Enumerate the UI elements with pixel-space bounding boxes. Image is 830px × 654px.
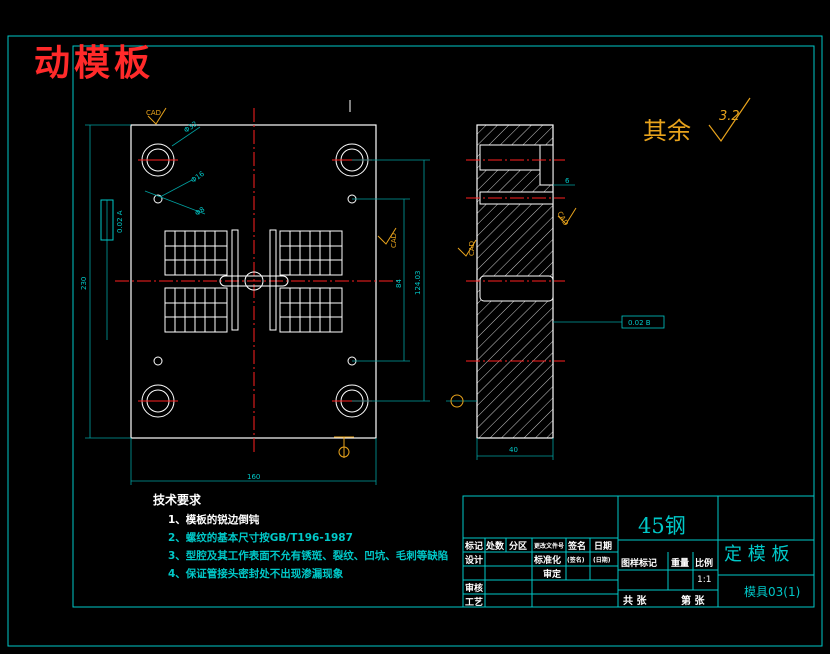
- datum-box-a: [100, 199, 114, 241]
- guide-hole-top-left: [138, 143, 178, 177]
- tech-item: 1、模板的锐边倒钝: [168, 514, 260, 526]
- dim-160: 160: [247, 473, 260, 481]
- part-name: 定 模 板: [724, 544, 790, 565]
- tb-mark: 标记: [465, 542, 484, 552]
- drawing-number: 模具03(1): [744, 585, 801, 599]
- cad-label-3: CAD: [468, 241, 476, 256]
- hole-dia-2: Φ16: [190, 170, 207, 185]
- dim-40: 40: [509, 446, 518, 454]
- dim-84: 84: [395, 279, 403, 288]
- tech-item: 3、型腔及其工作表面不允有锈斑、裂纹、凹坑、毛刺等缺陷: [168, 550, 449, 562]
- tb-sheet: 第 张: [681, 596, 705, 607]
- tb-review: 审核: [465, 584, 484, 594]
- tb-designer: 设计: [465, 556, 484, 566]
- tb-approve: 审定: [543, 570, 562, 580]
- tb-weight: 重量: [671, 559, 690, 569]
- roughness-label: 其余: [643, 117, 691, 145]
- guide-hole-bottom-left: [138, 384, 178, 418]
- dim-230: 230: [80, 277, 88, 290]
- hole-dia-1: Φ32: [183, 120, 199, 135]
- tb-change-doc: 更改文件号: [534, 543, 565, 550]
- tb-sign2: (签名): [567, 557, 585, 564]
- tb-date2: (日期): [593, 557, 611, 564]
- dim-6: 6: [565, 177, 570, 185]
- tb-zone: 分区: [509, 542, 528, 552]
- tb-process: 工艺: [465, 598, 484, 608]
- cad-label-1: CAD: [146, 109, 161, 117]
- tb-ratio: 比例: [695, 559, 714, 569]
- cavity-group: [164, 229, 343, 333]
- tech-item: 4、保证管接头密封处不出现渗漏现象: [168, 568, 344, 580]
- front-dimensions: [85, 124, 430, 485]
- inner-frame: [72, 45, 815, 608]
- tb-total: 共 张: [623, 596, 647, 607]
- cad-label-4: CAD: [555, 210, 569, 227]
- surface-finish-symbols: [147, 107, 397, 458]
- section-finish-symbols: [450, 207, 577, 408]
- roughness-symbol: [708, 97, 751, 143]
- hole-dia-3: Φ8: [194, 205, 207, 217]
- tech-item: 2、螺纹的基本尺寸按GB/T196-1987: [168, 532, 353, 544]
- dim-124: 124.03: [414, 271, 422, 296]
- section-view: [466, 124, 565, 439]
- datum-b-text: 0.02 B: [628, 319, 651, 327]
- tb-date: 日期: [594, 542, 613, 552]
- scale-value: 1:1: [697, 575, 712, 585]
- runner: [219, 271, 289, 291]
- material: 45钢: [638, 514, 686, 538]
- drawing-title: 动模板: [34, 42, 155, 84]
- tb-sign: 签名: [568, 542, 587, 552]
- tb-count: 处数: [486, 542, 505, 552]
- tb-stage-mark: 图样标记: [621, 559, 658, 569]
- tb-std: 标准化: [534, 556, 562, 566]
- datum-a-text: 0.02 A: [116, 210, 124, 233]
- outer-frame: [7, 35, 823, 647]
- screw-holes: [153, 194, 357, 366]
- tech-requirements-title: 技术要求: [153, 493, 202, 507]
- title-block: [462, 495, 815, 608]
- cad-label-2: CAD: [390, 233, 398, 248]
- roughness-value: 3.2: [719, 109, 740, 124]
- tech-requirements-list: 1、模板的锐边倒钝 2、螺纹的基本尺寸按GB/T196-1987 3、型腔及其工…: [168, 511, 448, 583]
